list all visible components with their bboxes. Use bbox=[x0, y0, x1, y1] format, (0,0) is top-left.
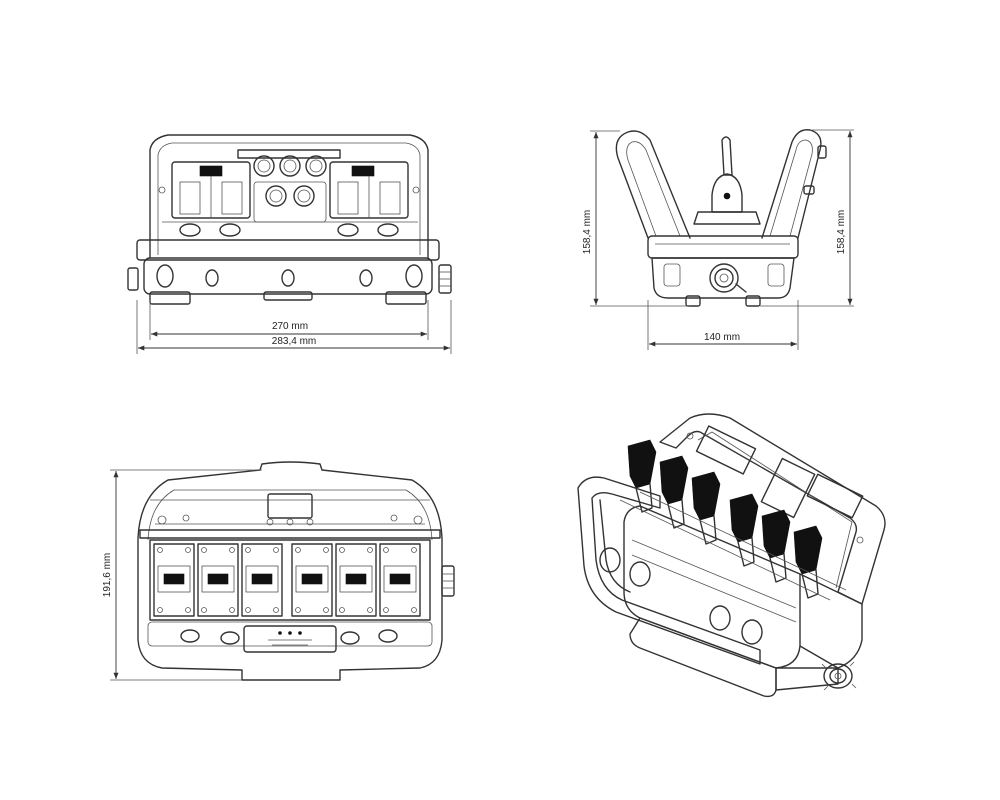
dim-front-width-outer: 283,4 mm bbox=[272, 336, 316, 347]
side-dimensions: 158,4 mm 158,4 mm 140 mm bbox=[582, 129, 854, 350]
dim-side-height-right: 158,4 mm bbox=[836, 210, 847, 254]
dim-top-depth: 191,6 mm bbox=[102, 553, 113, 597]
dim-side-height-left: 158,4 mm bbox=[582, 210, 593, 254]
top-view bbox=[137, 461, 455, 681]
switch-modules bbox=[153, 543, 421, 617]
front-view bbox=[127, 134, 452, 305]
dim-front-width-inner: 270 mm bbox=[272, 321, 308, 332]
side-view bbox=[615, 129, 827, 307]
dim-side-width: 140 mm bbox=[704, 332, 740, 343]
top-dimensions: 191,6 mm bbox=[102, 469, 262, 681]
isometric-view bbox=[577, 413, 886, 698]
front-dimensions: 270 mm 283,4 mm bbox=[136, 300, 452, 354]
iso-levers bbox=[627, 439, 823, 599]
